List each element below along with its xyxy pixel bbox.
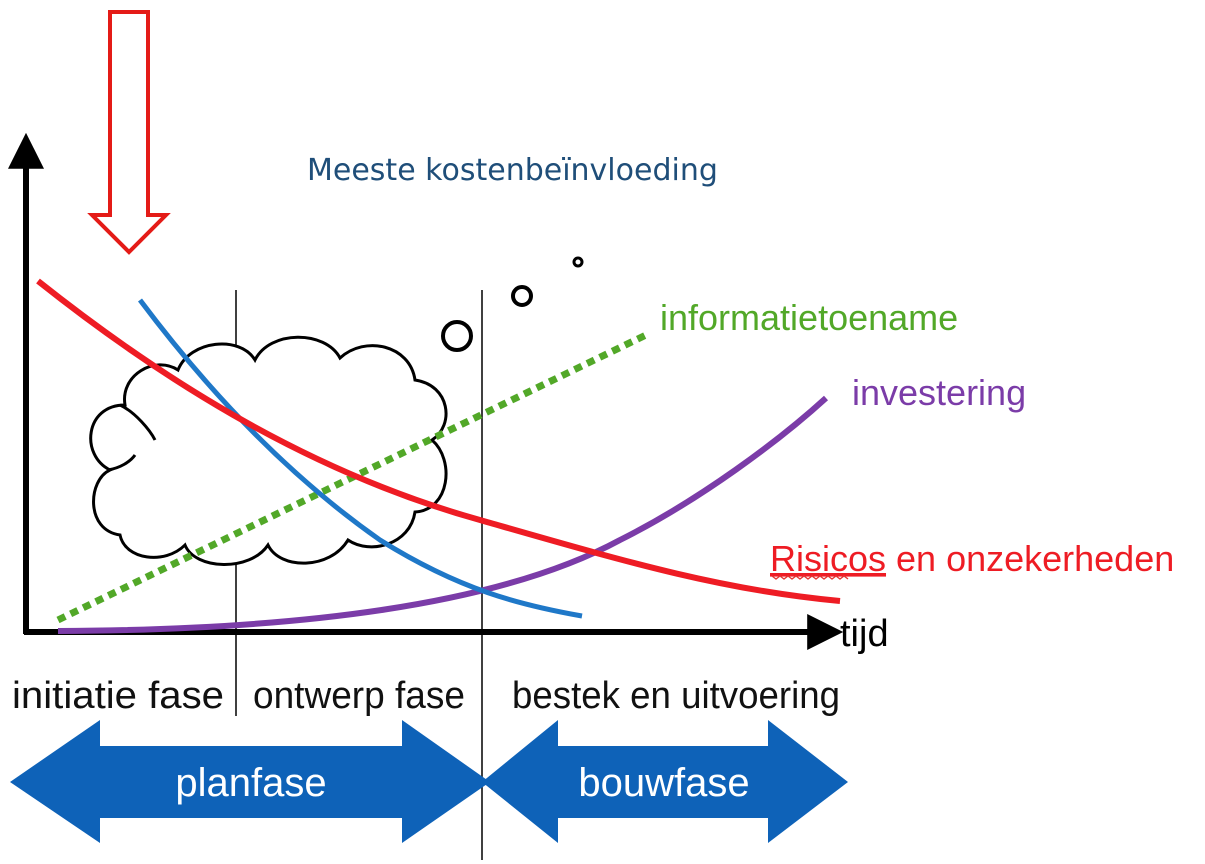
planfase-band xyxy=(10,720,490,843)
bouwfase-band xyxy=(482,720,848,843)
spellcheck-squiggle xyxy=(771,575,849,580)
investering-label: investering xyxy=(852,372,1026,413)
risicos-word: Risicos xyxy=(770,538,886,579)
curve-risicos xyxy=(36,278,841,604)
informatie-label: informatietoename xyxy=(660,297,958,338)
thought-bubble-small xyxy=(572,256,584,268)
thought-bubble-large xyxy=(441,320,473,352)
thought-cloud xyxy=(89,335,448,566)
risicos-rest: en onzekerheden xyxy=(886,538,1174,579)
phase-ontwerp: ontwerp fase xyxy=(253,675,465,717)
title-label: Meeste kostenbeïnvloeding xyxy=(307,153,718,188)
thought-bubble-medium xyxy=(511,285,533,307)
phase-initiatie: initiatie fase xyxy=(12,675,224,717)
focus-arrow xyxy=(87,10,171,255)
planfase-label: planfase xyxy=(175,761,326,805)
curve-kostenbeinvloeding xyxy=(138,298,583,619)
risicos-label: Risicos en onzekerheden xyxy=(770,538,1174,579)
phase-bestek: bestek en uitvoering xyxy=(512,675,840,717)
curve-investering xyxy=(57,395,829,634)
bouwfase-label: bouwfase xyxy=(578,761,749,805)
x-axis-label: tijd xyxy=(840,613,889,655)
